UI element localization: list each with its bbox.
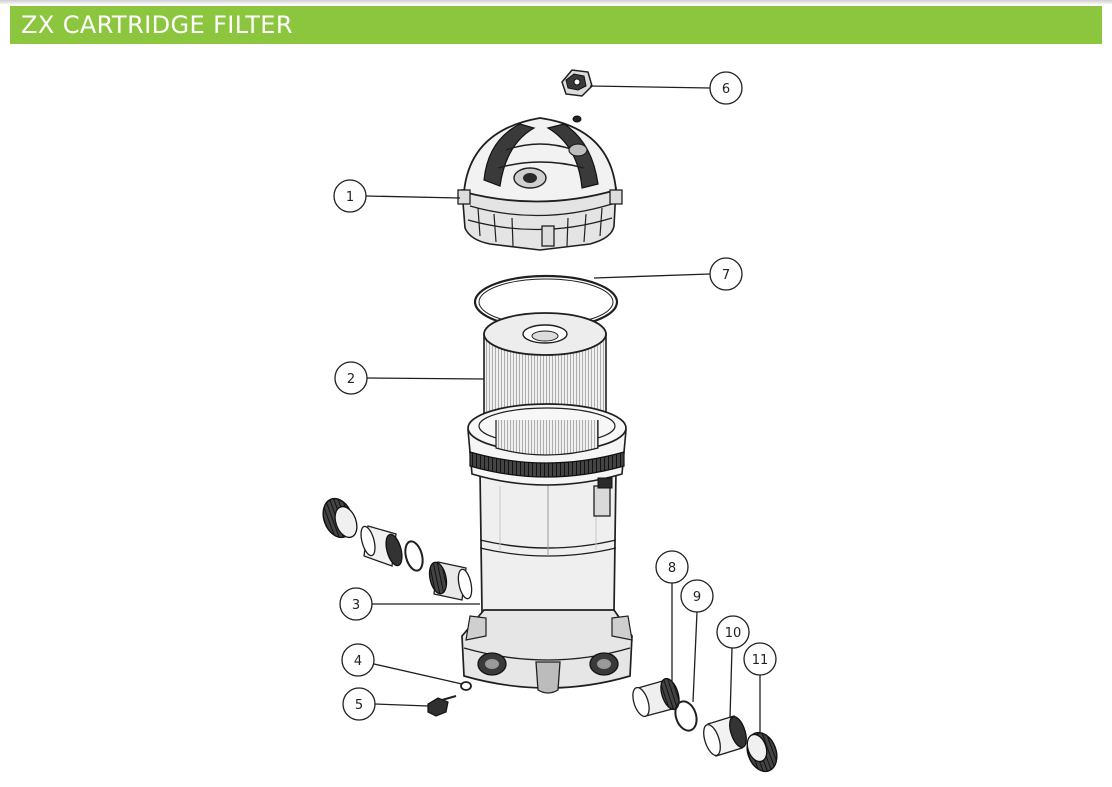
callout-7: 7: [709, 257, 743, 291]
callout-label-10: 10: [725, 626, 742, 641]
part-drain-plug: [427, 695, 457, 717]
leader-line-6: [589, 85, 711, 89]
leader-line-7: [593, 273, 711, 279]
leader-line-9: [692, 611, 698, 703]
callout-11: 11: [743, 642, 777, 676]
callout-6: 6: [709, 71, 743, 105]
callout-label-6: 6: [722, 82, 730, 97]
part-left-union-assembly: [322, 497, 473, 601]
page-title: ZX CARTRIDGE FILTER: [21, 11, 293, 39]
callout-4: 4: [341, 643, 375, 677]
callout-label-8: 8: [668, 561, 676, 576]
callout-2: 2: [334, 361, 368, 395]
part-union-o-ring: [674, 700, 698, 732]
part-filter-tank: [461, 403, 633, 694]
callout-label-11: 11: [752, 653, 769, 668]
part-union-adaptor: [632, 677, 680, 718]
callout-3: 3: [339, 587, 373, 621]
leader-lines: [365, 85, 761, 732]
part-filter-lid: [457, 117, 623, 251]
callout-label-4: 4: [354, 654, 362, 669]
title-bar: ZX CARTRIDGE FILTER: [10, 6, 1102, 44]
leader-line-4: [373, 663, 463, 685]
top-rule: [0, 0, 1112, 4]
callout-label-9: 9: [693, 590, 701, 605]
part-union-nut: [746, 731, 778, 773]
part-drain-o-ring: [460, 681, 472, 691]
part-union-tail: [703, 715, 747, 757]
leader-line-2: [366, 377, 485, 380]
callout-8: 8: [655, 550, 689, 584]
callout-1: 1: [333, 179, 367, 213]
callout-label-5: 5: [355, 698, 363, 713]
callout-5: 5: [342, 687, 376, 721]
leader-line-10: [729, 647, 733, 719]
callout-label-3: 3: [352, 598, 360, 613]
leader-line-1: [365, 195, 461, 199]
callout-10: 10: [716, 615, 750, 649]
callout-label-1: 1: [346, 190, 354, 205]
callout-label-7: 7: [722, 268, 730, 283]
callout-label-2: 2: [347, 372, 355, 387]
callout-9: 9: [680, 579, 714, 613]
leader-line-5: [374, 703, 429, 707]
